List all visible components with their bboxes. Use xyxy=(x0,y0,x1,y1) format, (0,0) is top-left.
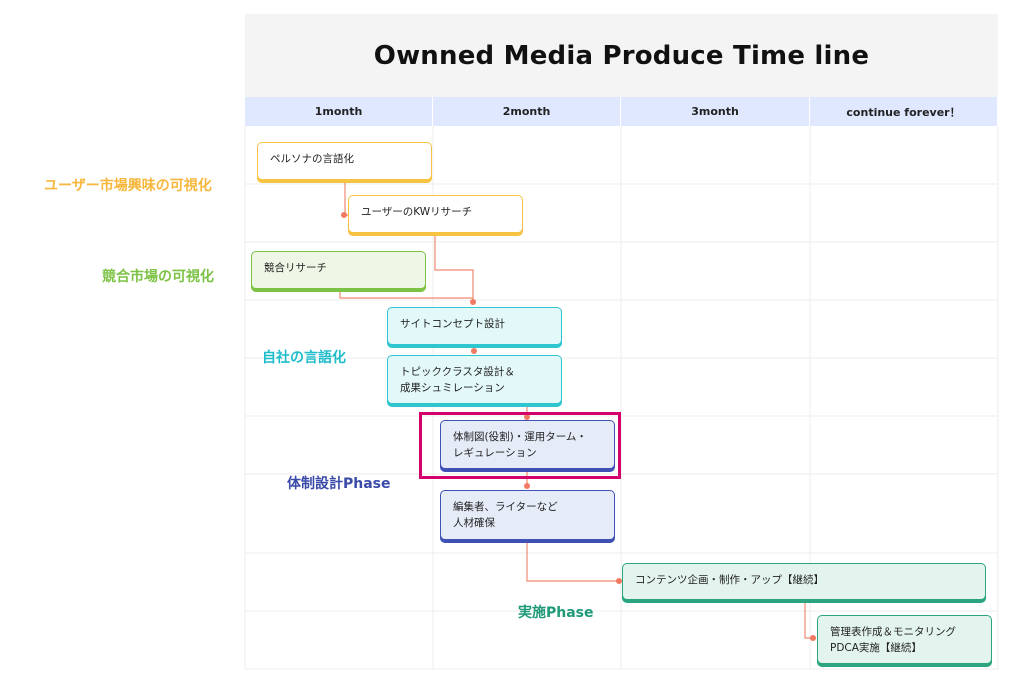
task-monitoring[interactable]: 管理表作成＆モニタリング PDCA実施【継続】 xyxy=(817,615,992,664)
task-text: 成果シュミレーション xyxy=(400,382,505,394)
task-persona[interactable]: ペルソナの言語化 xyxy=(257,142,432,180)
task-text: 競合リサーチ xyxy=(264,262,327,274)
title-band: Ownned Media Produce Time line xyxy=(245,14,998,97)
phase-label-competitor-market: 競合市場の可視化 xyxy=(102,269,214,285)
connector-dot xyxy=(524,414,530,420)
connector-dot xyxy=(471,348,477,354)
phase-label-execution: 実施Phase xyxy=(518,605,594,621)
connector-2 xyxy=(434,235,474,305)
task-text: PDCA実施【継続】 xyxy=(830,642,922,654)
phase-label-structure-design: 体制設計Phase xyxy=(287,476,391,492)
connector-dot xyxy=(616,578,622,584)
diagram-title: Ownned Media Produce Time line xyxy=(373,40,870,71)
connector-dot xyxy=(810,635,816,641)
task-site-concept[interactable]: サイトコンセプト設計 xyxy=(387,307,562,345)
grid-lines xyxy=(244,126,999,670)
task-content-production[interactable]: コンテンツ企画・制作・アップ【継続】 xyxy=(622,563,986,600)
connector-7 xyxy=(526,542,619,582)
connector-dot xyxy=(470,299,476,305)
task-text: ペルソナの言語化 xyxy=(270,153,354,165)
task-text: コンテンツ企画・制作・アップ【継続】 xyxy=(635,574,824,586)
month-header-1: 1month xyxy=(245,97,433,126)
highlight-frame xyxy=(419,412,621,479)
task-org-chart[interactable]: 体制図(役割)・運用ターム・ レギュレーション xyxy=(440,420,615,469)
connector-dot xyxy=(341,212,347,218)
task-text: 体制図(役割)・運用ターム・ xyxy=(453,431,587,443)
task-text: ユーザーのKWリサーチ xyxy=(361,206,473,218)
task-user-kw-research[interactable]: ユーザーのKWリサーチ xyxy=(348,195,523,233)
task-topic-cluster[interactable]: トピッククラスタ設計＆ 成果シュミレーション xyxy=(387,355,562,404)
connector-dot xyxy=(524,483,530,489)
task-text: 編集者、ライターなど xyxy=(453,501,558,513)
month-header-2: 2month xyxy=(433,97,621,126)
task-text: サイトコンセプト設計 xyxy=(400,318,505,330)
connector-dots xyxy=(341,212,816,641)
task-text: トピッククラスタ設計＆ xyxy=(400,366,515,378)
phase-label-user-market: ユーザー市場興味の可視化 xyxy=(44,178,212,194)
task-text: 管理表作成＆モニタリング xyxy=(830,626,956,638)
phase-label-self-verbalization: 自社の言語化 xyxy=(262,350,346,366)
task-text: レギュレーション xyxy=(453,447,537,459)
task-staffing[interactable]: 編集者、ライターなど 人材確保 xyxy=(440,490,615,540)
task-competitor-research[interactable]: 競合リサーチ xyxy=(251,251,426,289)
connector-3 xyxy=(339,290,473,299)
month-header-4: continue forever！ xyxy=(810,97,998,126)
month-header-3: 3month xyxy=(621,97,810,126)
task-text: 人材確保 xyxy=(453,517,495,529)
